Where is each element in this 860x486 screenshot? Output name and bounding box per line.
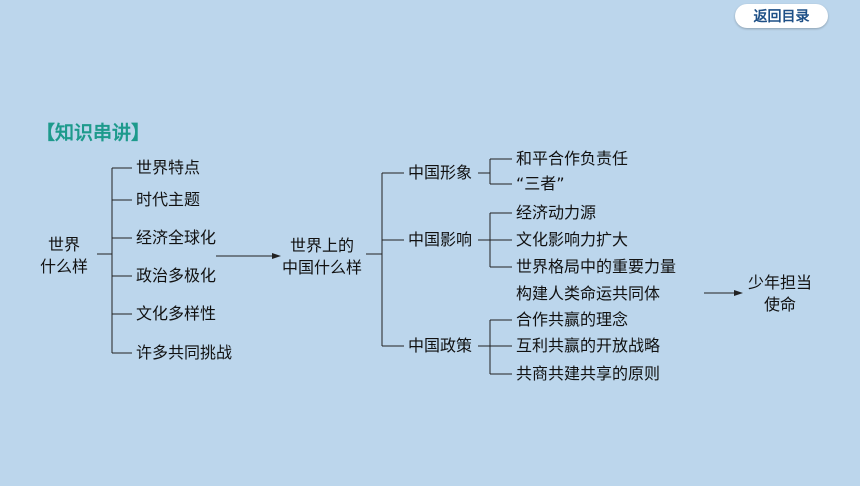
policy-item: 互利共赢的开放战略 — [516, 336, 661, 355]
world-feature-item: 经济全球化 — [136, 228, 217, 247]
root-line1: 世界 — [48, 235, 81, 254]
china-node: 世界上的 中国什么样 — [282, 235, 362, 279]
world-feature-item: 文化多样性 — [136, 304, 217, 323]
policy-item: 共商共建共享的原则 — [516, 364, 661, 383]
image-item: “三者” — [516, 174, 565, 193]
root-line2: 什么样 — [40, 257, 89, 276]
china-line2: 中国什么样 — [282, 258, 363, 277]
world-feature-item: 世界特点 — [136, 158, 201, 177]
policy-item: 构建人类命运共同体 — [516, 284, 661, 303]
influence-item: 文化影响力扩大 — [516, 230, 629, 249]
back-to-contents-button[interactable]: 返回目录 — [735, 4, 828, 28]
influence-item: 世界格局中的重要力量 — [516, 257, 677, 276]
world-feature-item: 时代主题 — [136, 190, 201, 209]
branch-china-policy: 中国政策 — [408, 336, 473, 355]
mission-line1: 少年担当 — [748, 273, 813, 292]
world-feature-item: 许多共同挑战 — [136, 343, 233, 362]
branch-china-image: 中国形象 — [408, 163, 473, 182]
branch-china-influence: 中国影响 — [408, 230, 473, 249]
mission-node: 少年担当 使命 — [748, 272, 812, 316]
world-feature-item: 政治多极化 — [136, 266, 217, 285]
influence-item: 经济动力源 — [516, 203, 597, 222]
mission-line2: 使命 — [764, 295, 797, 314]
root-node-world: 世界 什么样 — [40, 234, 88, 278]
image-item: 和平合作负责任 — [516, 149, 629, 168]
section-title: 【知识串讲】 — [36, 122, 151, 144]
policy-item: 合作共赢的理念 — [516, 310, 629, 329]
china-line1: 世界上的 — [290, 236, 355, 255]
